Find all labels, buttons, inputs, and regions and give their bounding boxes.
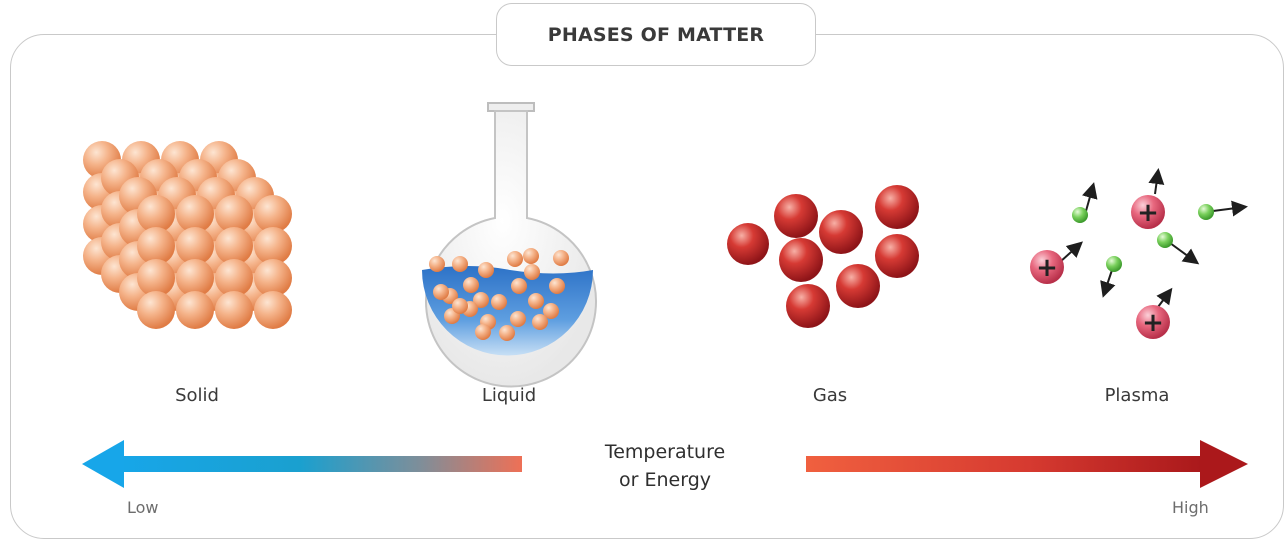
high-arrow	[806, 440, 1248, 488]
solid-particle	[215, 291, 253, 329]
liquid-particle	[429, 256, 445, 272]
solid-particle	[137, 259, 175, 297]
liquid-particle	[475, 324, 491, 340]
liquid-particle	[463, 277, 479, 293]
svg-text:+: +	[1036, 253, 1058, 283]
liquid-particle	[433, 284, 449, 300]
phase-label-solid: Solid	[175, 385, 219, 406]
liquid-particle	[452, 256, 468, 272]
solid-lattice-icon	[83, 141, 292, 329]
temperature-label-line2: or Energy	[619, 469, 711, 491]
low-arrow	[82, 440, 522, 488]
solid-particle	[176, 259, 214, 297]
solid-particle	[254, 195, 292, 233]
phase-label-gas: Gas	[812, 385, 848, 406]
liquid-particle	[511, 278, 527, 294]
gas-particles-icon	[727, 185, 919, 328]
plasma-ions-icon: + + +	[1030, 168, 1248, 339]
solid-particle	[215, 195, 253, 233]
solid-particle	[137, 195, 175, 233]
solid-particle	[215, 259, 253, 297]
liquid-particle	[543, 303, 559, 319]
liquid-particle	[510, 311, 526, 327]
solid-particle	[254, 227, 292, 265]
liquid-particle	[478, 262, 494, 278]
solid-particle	[176, 291, 214, 329]
solid-particle	[215, 227, 253, 265]
liquid-particle	[532, 314, 548, 330]
liquid-particle	[452, 298, 468, 314]
phase-label-liquid: Liquid	[481, 385, 537, 406]
flask-liquid-icon	[422, 102, 597, 388]
liquid-particle	[524, 264, 540, 280]
liquid-particle	[507, 251, 523, 267]
liquid-particle	[473, 292, 489, 308]
liquid-particle	[499, 325, 515, 341]
phase-label-plasma: Plasma	[1104, 385, 1170, 406]
svg-text:+: +	[1142, 308, 1164, 338]
temperature-label-line1: Temperature	[604, 441, 726, 463]
solid-particle	[137, 291, 175, 329]
liquid-particle	[549, 278, 565, 294]
solid-particle	[176, 227, 214, 265]
solid-particle	[176, 195, 214, 233]
low-label: Low	[127, 498, 159, 517]
solid-particle	[137, 227, 175, 265]
liquid-particle	[553, 250, 569, 266]
page-title: PHASES OF MATTER	[496, 3, 816, 66]
liquid-particle	[528, 293, 544, 309]
temperature-axis-label: Temperature or Energy	[560, 438, 770, 494]
liquid-particle	[523, 248, 539, 264]
svg-text:+: +	[1137, 198, 1159, 228]
high-label: High	[1172, 498, 1209, 517]
solid-particle	[254, 259, 292, 297]
liquid-particle	[491, 294, 507, 310]
solid-particle	[254, 291, 292, 329]
